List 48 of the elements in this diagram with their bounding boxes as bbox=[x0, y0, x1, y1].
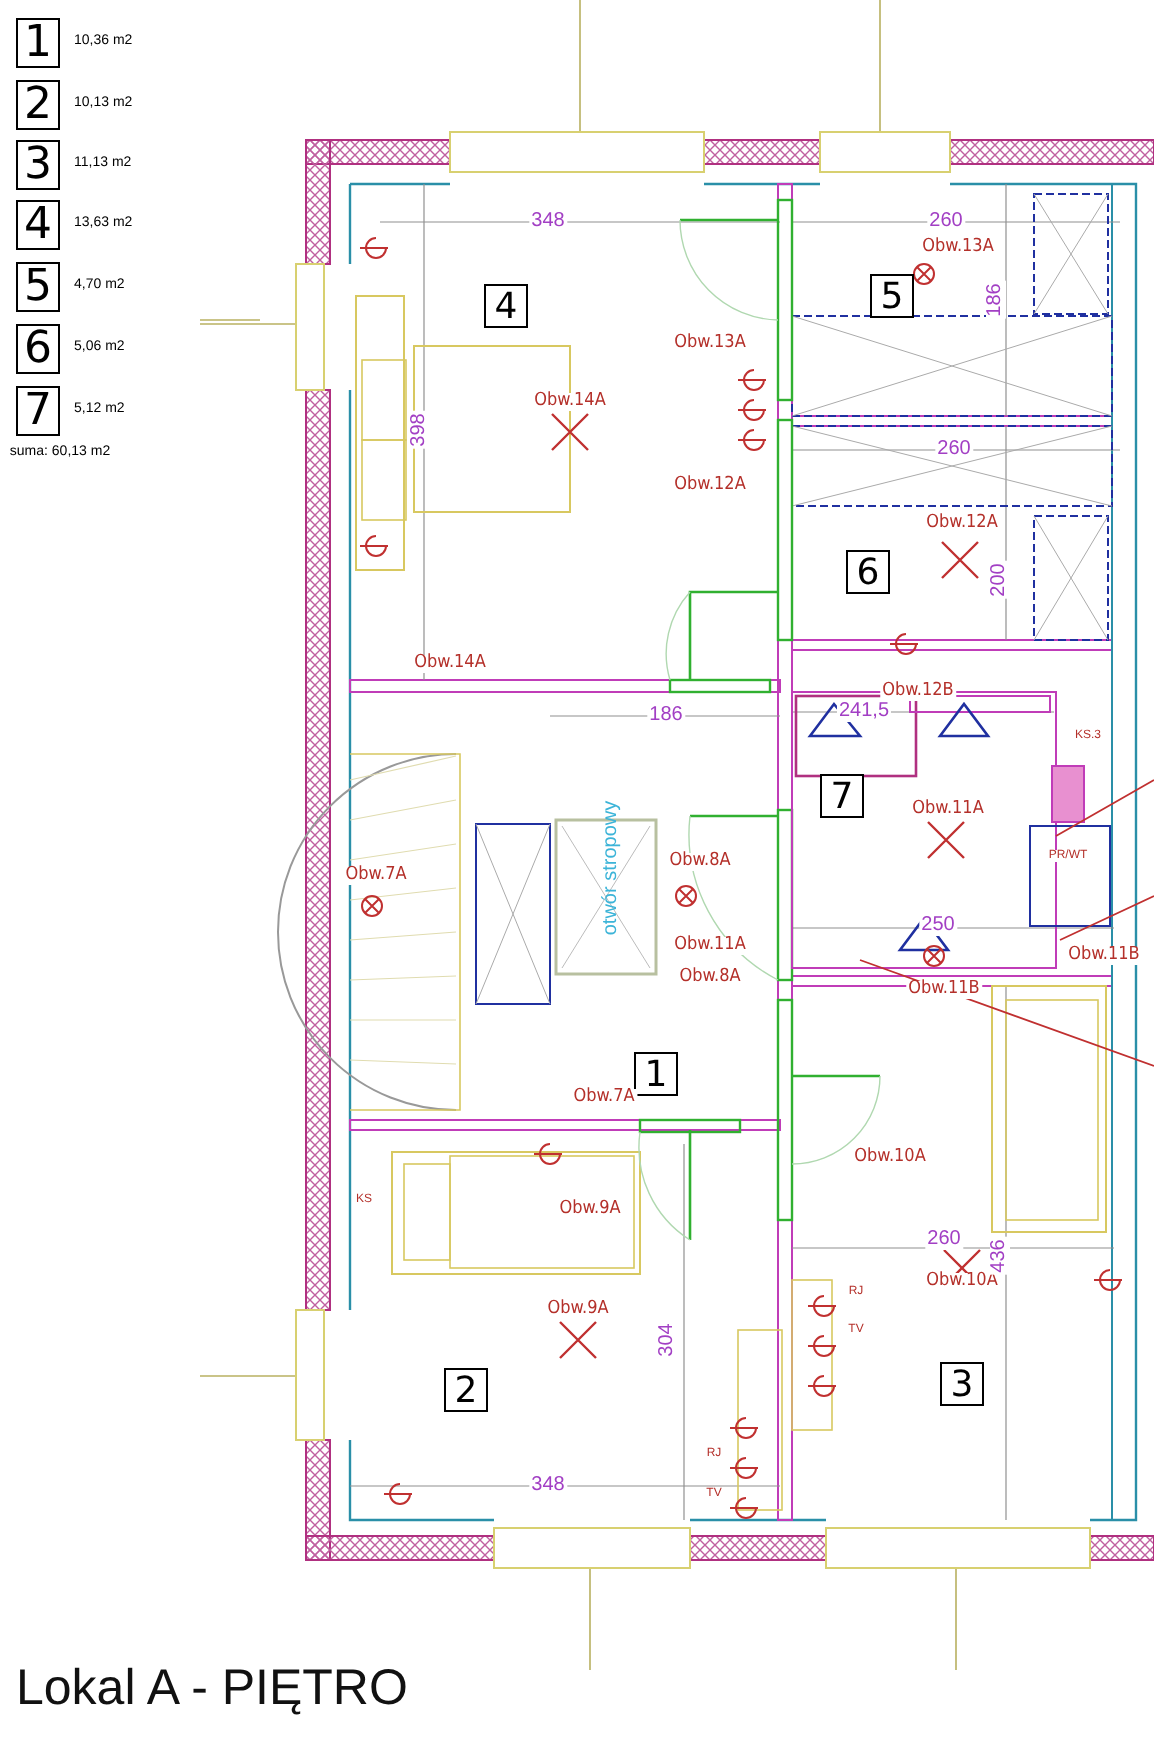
circuit-label: Obw.12A bbox=[672, 477, 748, 495]
circuit-label: Obw.7A bbox=[571, 1089, 637, 1107]
room-number: 2 bbox=[444, 1368, 488, 1412]
circuit-label: Obw.10A bbox=[924, 1273, 1000, 1291]
legend-room-number: 5 bbox=[16, 262, 60, 312]
room-number: 5 bbox=[870, 274, 914, 318]
circuit-label: Obw.9A bbox=[557, 1201, 623, 1219]
dimension-label: 241,5 bbox=[836, 702, 892, 722]
dimension-label: 398 bbox=[410, 411, 430, 449]
dimension-label: 186 bbox=[647, 706, 685, 726]
dimension-label: 200 bbox=[990, 561, 1010, 599]
legend-room-number: 3 bbox=[16, 140, 60, 190]
room-number: 3 bbox=[940, 1362, 984, 1406]
legend-room-number: 7 bbox=[16, 386, 60, 436]
circuit-label: Obw.11B bbox=[1066, 947, 1142, 965]
opening-label: otwór stropowy bbox=[602, 800, 622, 936]
dimension-label: 260 bbox=[927, 212, 965, 232]
circuit-label: Obw.11A bbox=[672, 937, 748, 955]
title: Lokal A - PIĘTRO bbox=[16, 1664, 408, 1714]
legend-room-number: 4 bbox=[16, 200, 60, 250]
dimension-label: 250 bbox=[919, 916, 957, 936]
dimension-label: 436 bbox=[990, 1237, 1010, 1275]
dimension-label: 304 bbox=[658, 1321, 678, 1359]
room-number: 7 bbox=[820, 774, 864, 818]
dimension-label: 348 bbox=[529, 1476, 567, 1496]
circuit-label: Obw.7A bbox=[343, 867, 409, 885]
legend-room-number: 6 bbox=[16, 324, 60, 374]
legend-room-number: 2 bbox=[16, 80, 60, 130]
room-number: 4 bbox=[484, 284, 528, 328]
circuit-label: Obw.14A bbox=[532, 393, 608, 411]
circuit-label: Obw.8A bbox=[677, 969, 743, 987]
circuit-label: Obw.13A bbox=[920, 239, 996, 257]
circuit-label: Obw.13A bbox=[672, 335, 748, 353]
circuit-label: Obw.14A bbox=[412, 655, 488, 673]
dimension-label: 260 bbox=[935, 440, 973, 460]
dimension-label: 186 bbox=[986, 281, 1006, 319]
dimension-label: 260 bbox=[925, 1230, 963, 1250]
dimension-label: 348 bbox=[529, 212, 567, 232]
room-number: 6 bbox=[846, 550, 890, 594]
circuit-label: Obw.11B bbox=[906, 981, 982, 999]
circuit-label: Obw.12A bbox=[924, 515, 1000, 533]
legend-room-number: 1 bbox=[16, 18, 60, 68]
circuit-label: Obw.12B bbox=[880, 683, 956, 701]
circuit-label: Obw.9A bbox=[545, 1301, 611, 1319]
circuit-label: Obw.10A bbox=[852, 1149, 928, 1167]
room-number: 1 bbox=[634, 1052, 678, 1096]
circuit-label: Obw.8A bbox=[667, 853, 733, 871]
circuit-label: Obw.11A bbox=[910, 801, 986, 819]
